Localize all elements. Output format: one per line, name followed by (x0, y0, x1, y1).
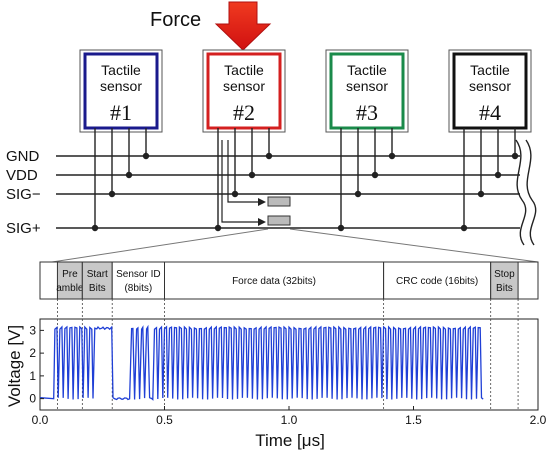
sensor-4-id: #4 (479, 100, 501, 125)
sensor-4-border (452, 52, 528, 130)
x-axis-ticks: 0.0 0.5 1.0 1.5 2.0 (32, 406, 547, 427)
zoom-line-left (51, 228, 269, 263)
sensor-2-title-line1: Tactile (224, 62, 264, 78)
x-tick-label-2: 1.0 (281, 413, 298, 427)
packet-field-label-3-0: Force data (32bits) (232, 276, 316, 287)
bus-break-marks (515, 139, 537, 246)
force-label: Force (150, 9, 201, 31)
packet-field-label-2-0: Sensor ID (116, 269, 160, 280)
sensor-4: Tactile sensor #4 (448, 49, 532, 133)
sensor-pins (91, 128, 519, 232)
packet-field-5 (490, 261, 519, 300)
sensor-3: Tactile sensor #3 (325, 49, 409, 133)
packet-field-label-5-0: Stop (494, 269, 515, 280)
packet-path-sig-minus (227, 140, 291, 207)
sensor-4-title-line1: Tactile (470, 62, 510, 78)
bus-label-gnd: GND (6, 148, 40, 165)
packet-field-label-1-1: Bits (89, 283, 106, 294)
sensor-1: Tactile sensor #1 (79, 49, 163, 133)
sensor-2-title-line2: sensor (223, 78, 265, 94)
y-tick-label-1: 1 (29, 369, 36, 383)
sensor-4-title-line2: sensor (469, 78, 511, 94)
sensor-2-border (206, 52, 282, 130)
bus-label-vdd: VDD (6, 167, 38, 184)
x-axis-label: Time [μs] (255, 431, 325, 450)
y-tick-label-2: 2 (29, 346, 36, 360)
packet-field-label-2-1: (8bits) (124, 283, 152, 294)
sensor-3-title-line2: sensor (346, 78, 388, 94)
force-arrow-icon (214, 1, 272, 51)
y-tick-label-3: 3 (29, 323, 36, 337)
y-axis-ticks: 0 1 2 3 (29, 323, 44, 406)
y-tick-label-0: 0 (29, 392, 36, 406)
sensor-3-title-line1: Tactile (347, 62, 387, 78)
x-tick-label-4: 2.0 (530, 413, 547, 427)
sensor-2: Tactile sensor #2 (202, 49, 286, 133)
sensor-3-border (329, 52, 405, 130)
packet-field-3 (164, 261, 385, 300)
bus-label-sig-minus: SIG− (6, 186, 41, 203)
packet-field-label-0-0: Pre (62, 269, 78, 280)
bus-label-sig-plus: SIG+ (6, 220, 41, 237)
packet-field-label-0-1: amble (56, 283, 84, 294)
zoom-line-right (289, 228, 539, 263)
sensor-3-id: #3 (356, 100, 378, 125)
packet-field-label-4-0: CRC code (16bits) (396, 276, 478, 287)
sensor-1-title-line2: sensor (100, 78, 142, 94)
packet-sig-minus (267, 196, 291, 207)
packet-path-sig-plus (221, 140, 291, 226)
sensor-1-title-line1: Tactile (101, 62, 141, 78)
sensor-2-id: #2 (233, 100, 255, 125)
y-axis-label: Voltage [V] (5, 325, 24, 407)
packet-field-label-5-1: Bits (496, 283, 513, 294)
sensor-1-id: #1 (110, 100, 132, 125)
x-tick-label-3: 1.5 (405, 413, 422, 427)
x-tick-label-0: 0.0 (32, 413, 49, 427)
bus-lines (56, 155, 520, 229)
packet-field-label-1-0: Start (87, 269, 108, 280)
packet-sig-plus (267, 215, 291, 226)
packet-field-4 (383, 261, 492, 300)
x-tick-label-1: 0.5 (156, 413, 173, 427)
sensor-1-border (83, 52, 159, 130)
waveform-series-line (39, 324, 484, 401)
